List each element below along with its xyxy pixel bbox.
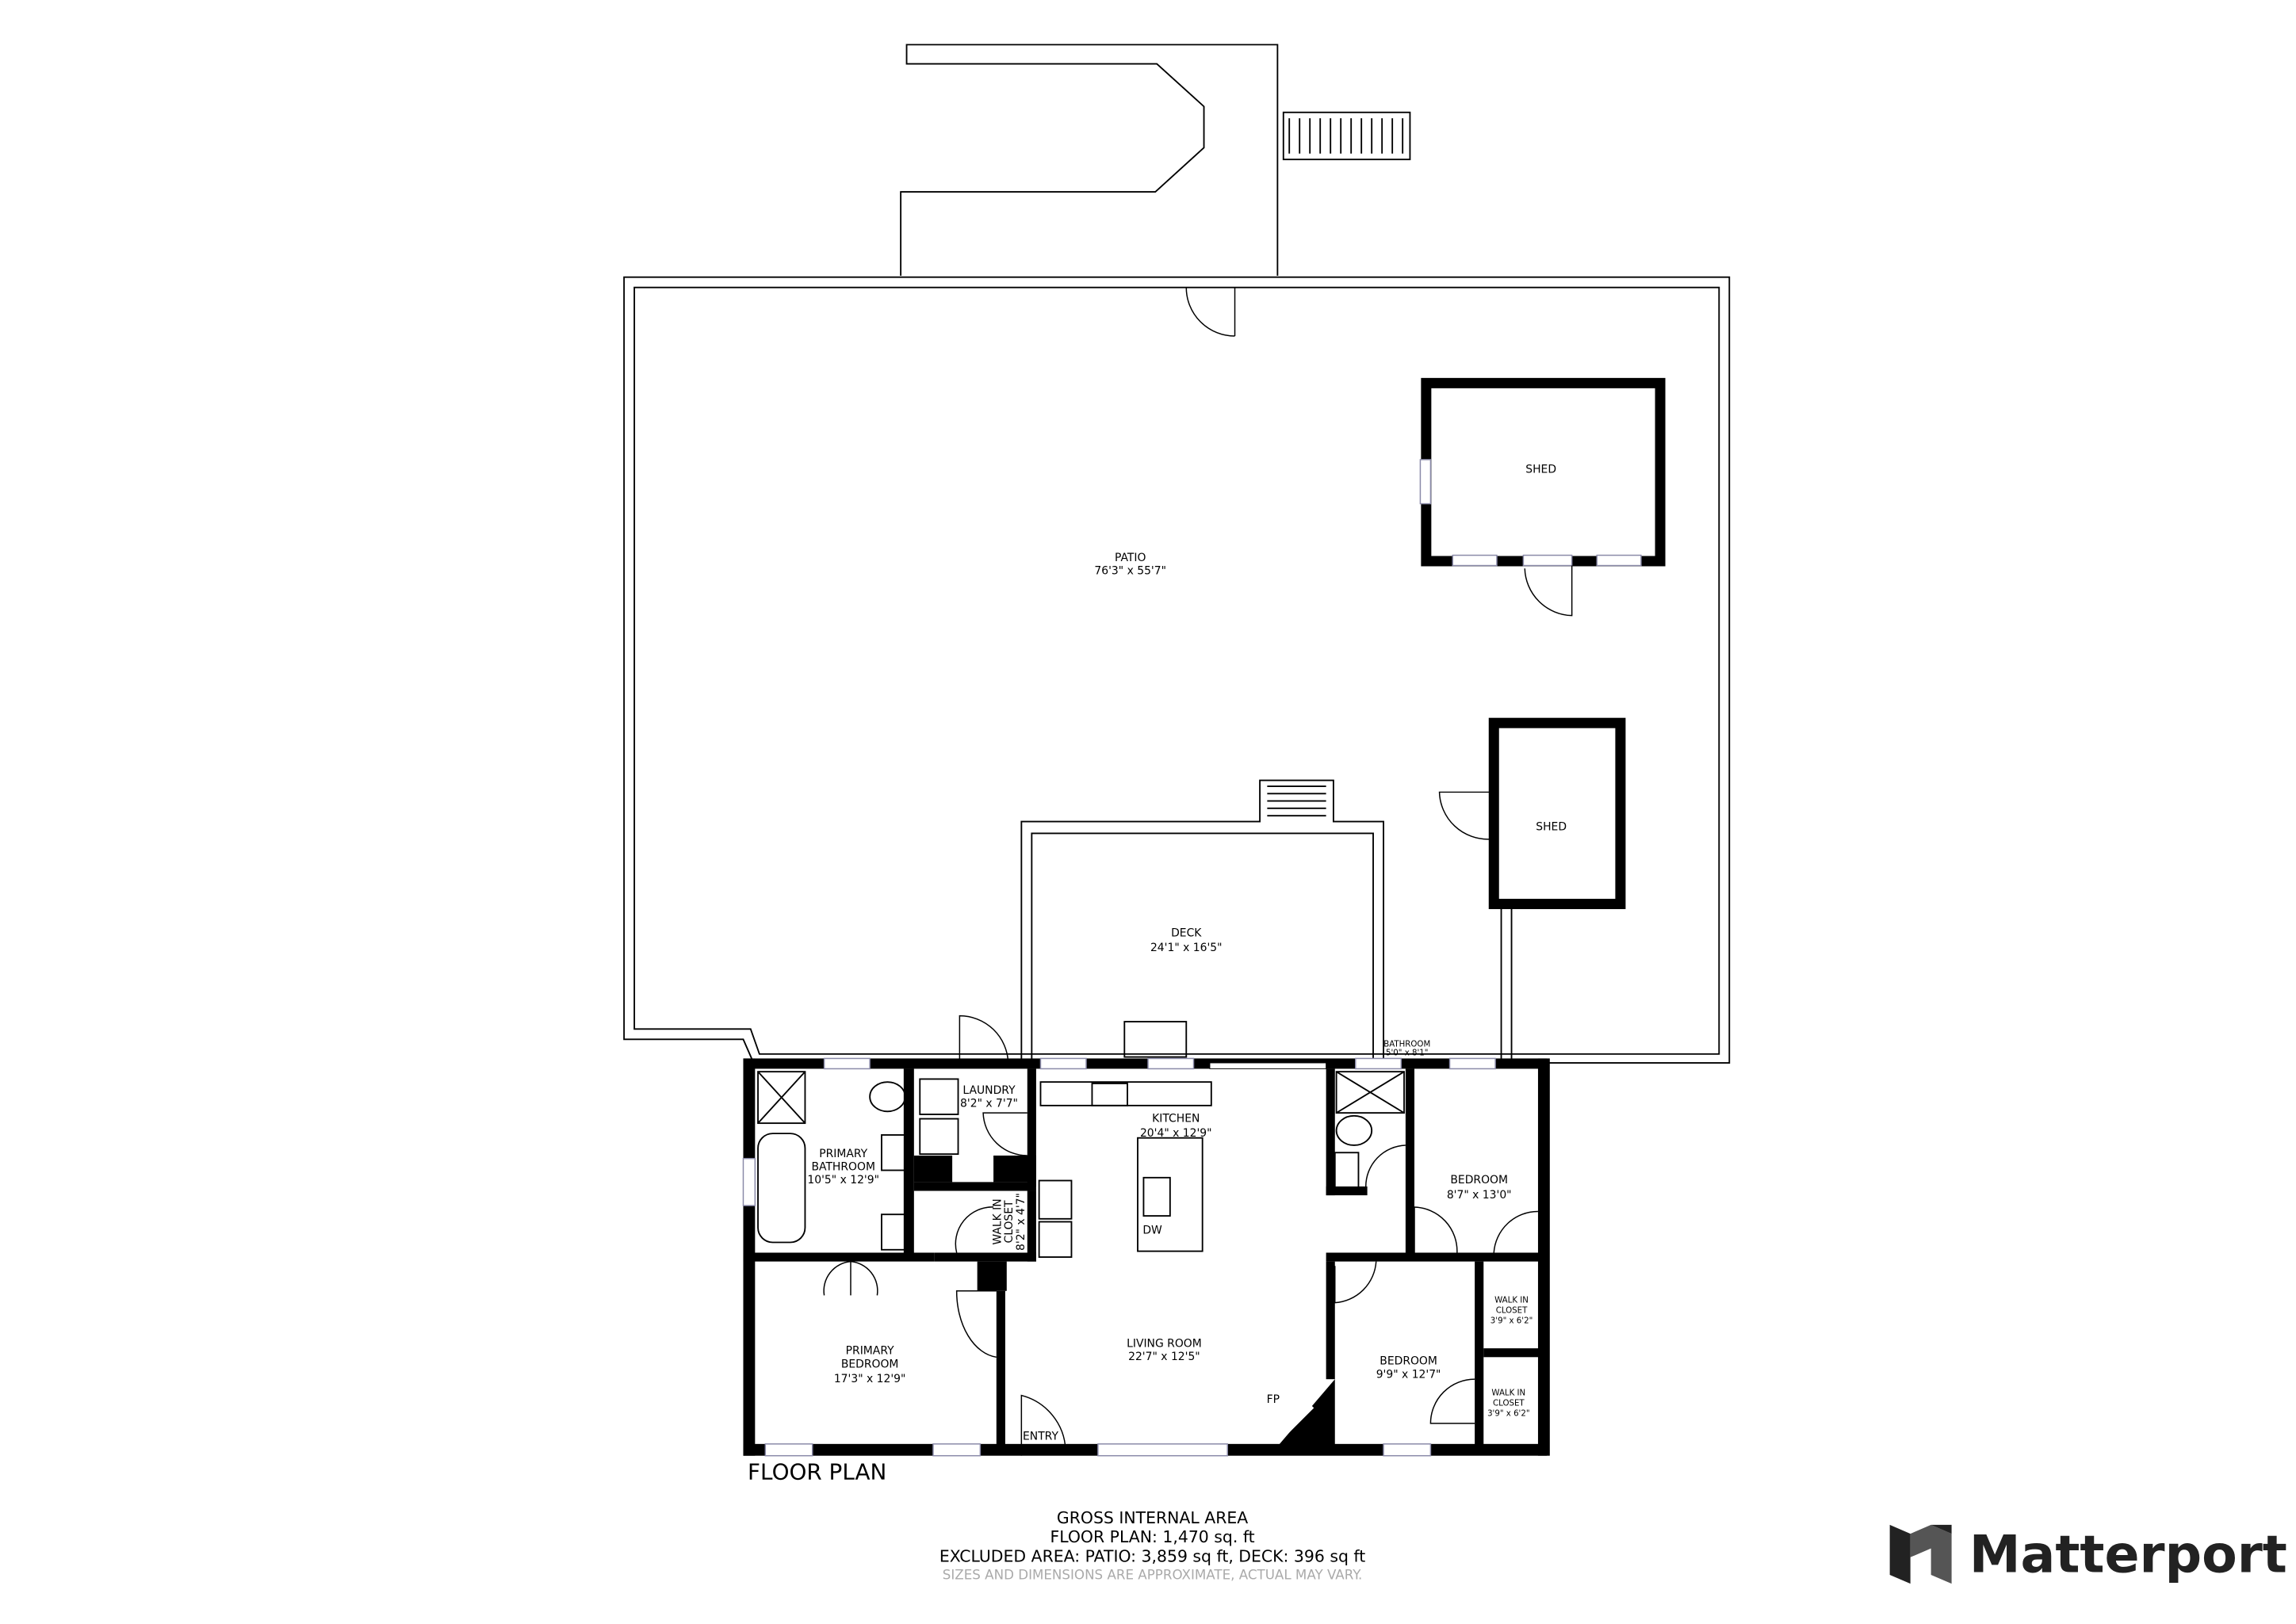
patio-door [1185, 287, 1236, 337]
kitchen-label: KITCHEN [1152, 1112, 1200, 1125]
deck-dims: 24'1" x 16'5" [1150, 942, 1223, 954]
laundry-dims: 8'2" x 7'7" [960, 1098, 1018, 1110]
walk-in-closet-1-label-2: CLOSET [1003, 1200, 1016, 1244]
walk-in-closet-1-label-1: WALK IN [991, 1198, 1004, 1244]
dishwasher-label: DW [1142, 1224, 1162, 1236]
walk-in-closet-2-dims: 3'9" x 6'2" [1490, 1317, 1533, 1326]
matterport-logo: Matterport [1889, 1524, 2287, 1584]
shed-2-label: SHED [1536, 821, 1567, 834]
bedroom-2-dims: 9'9" x 12'7" [1376, 1368, 1441, 1381]
bedroom-2-label: BEDROOM [1380, 1355, 1437, 1368]
living-room-label: LIVING ROOM [1127, 1337, 1202, 1350]
plan-title: FLOOR PLAN [748, 1458, 886, 1485]
shed-2 [1488, 717, 1626, 910]
entry-label: ENTRY [1023, 1430, 1058, 1442]
primary-bedroom-dims: 17'3" x 12'9" [834, 1373, 906, 1385]
area-disclaimer: SIZES AND DIMENSIONS ARE APPROXIMATE, AC… [943, 1567, 1363, 1583]
upper-deck-outline [900, 44, 1279, 276]
walk-in-closet-3-label-2: CLOSET [1493, 1400, 1525, 1408]
area-floor-plan: FLOOR PLAN: 1,470 sq. ft [1050, 1527, 1254, 1546]
primary-bathroom-label-1: PRIMARY [819, 1148, 867, 1160]
area-summary: GROSS INTERNAL AREA FLOOR PLAN: 1,470 sq… [939, 1508, 1365, 1583]
bedroom-1-label: BEDROOM [1450, 1174, 1508, 1186]
deck-outline [1020, 779, 1384, 1064]
primary-bathroom-label-2: BATHROOM [811, 1161, 874, 1174]
primary-bedroom-label-2: BEDROOM [841, 1358, 899, 1370]
upper-stairs [1282, 111, 1411, 161]
walk-in-closet-2-label-1: WALK IN [1494, 1297, 1529, 1305]
walk-in-closet-3-label-1: WALK IN [1491, 1389, 1525, 1398]
bathroom-label: BATHROOM [1383, 1041, 1430, 1049]
windows [742, 1057, 1496, 1457]
shed-1-label: SHED [1525, 464, 1556, 476]
primary-bathroom-dims: 10'5" x 12'9" [807, 1174, 879, 1186]
walk-in-closet-2-label-2: CLOSET [1496, 1307, 1528, 1316]
patio-label: PATIO [1115, 552, 1146, 564]
area-heading: GROSS INTERNAL AREA [1057, 1508, 1248, 1527]
walk-in-closet-3-dims: 3'9" x 6'2" [1487, 1410, 1530, 1419]
living-room-dims: 22'7" x 12'5" [1128, 1351, 1200, 1363]
area-excluded: EXCLUDED AREA: PATIO: 3,859 sq ft, DECK:… [939, 1546, 1365, 1565]
laundry-label: LAUNDRY [962, 1084, 1016, 1097]
walk-in-closet-1-dims: 8'2" x 4'7" [1015, 1193, 1027, 1251]
primary-bedroom-label-1: PRIMARY [846, 1345, 894, 1358]
fireplace-label: FP [1267, 1393, 1280, 1406]
deck-label: DECK [1171, 927, 1202, 939]
deck-stairs [1267, 785, 1326, 817]
doors [823, 1112, 1538, 1456]
matterport-logo-icon [1889, 1524, 1952, 1584]
matterport-logo-text: Matterport [1969, 1525, 2287, 1584]
kitchen-dims: 20'4" x 12'9" [1140, 1127, 1212, 1140]
house-walls [743, 1058, 1550, 1456]
patio-dims: 76'3" x 55'7" [1094, 565, 1166, 578]
bathroom-dims: 5'0" x 8'1" [1386, 1049, 1429, 1058]
bedroom-1-dims: 8'7" x 13'0" [1447, 1189, 1512, 1202]
fixtures [757, 1071, 1405, 1439]
